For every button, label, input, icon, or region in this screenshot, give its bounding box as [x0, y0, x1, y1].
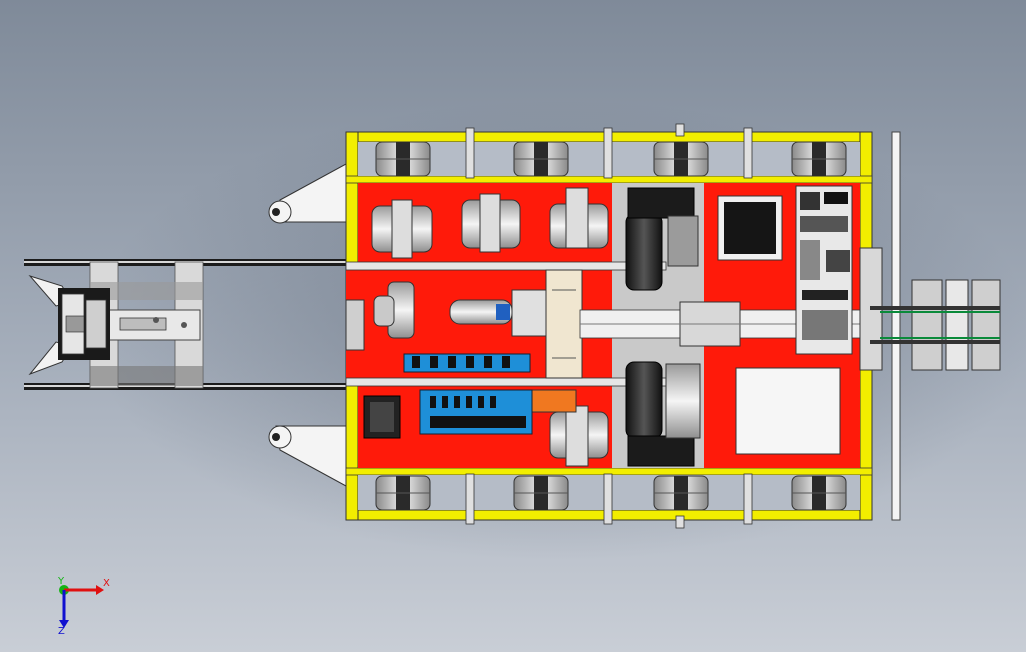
weapon-motor-upper[interactable]: [625, 187, 699, 291]
esc-boards[interactable]: [403, 353, 533, 435]
center-rail-lower: [345, 377, 667, 387]
center-drive-motor[interactable]: [449, 269, 583, 379]
receiver-heatsink: [370, 402, 394, 432]
rear-bumper-bar[interactable]: [891, 131, 901, 521]
wheels-bottom-row: [375, 475, 847, 511]
axle-posts: [465, 123, 753, 529]
wheel[interactable]: [791, 475, 847, 511]
triad-x-arrow: [96, 585, 104, 595]
drive-motor-left[interactable]: [373, 281, 415, 339]
gripper-slider-slot: [119, 317, 167, 331]
flipper-lower-pivot: [272, 433, 280, 441]
wheel[interactable]: [653, 475, 709, 511]
slider-bolt-1: [153, 317, 159, 323]
wheel[interactable]: [375, 141, 431, 177]
lcd-module[interactable]: [717, 195, 783, 261]
flipper-upper-pivot: [272, 208, 280, 216]
gripper-head-center: [65, 315, 85, 333]
triad-z-label: Z: [58, 626, 65, 637]
wheel[interactable]: [791, 141, 847, 177]
triad-z-arrow: [59, 620, 69, 628]
triad-y-label: Y: [57, 576, 65, 587]
axis-triad: X Y Z: [57, 576, 110, 637]
wheel[interactable]: [653, 141, 709, 177]
battery-box[interactable]: [735, 367, 841, 455]
weapon-motor-lower[interactable]: [625, 361, 701, 467]
control-board[interactable]: [795, 185, 853, 355]
gripper-head-bracket: [85, 299, 107, 349]
wheels-top-row: [375, 141, 847, 177]
arm-shadow-band-1: [90, 282, 203, 300]
triad-x-label: X: [103, 578, 110, 589]
arm-shadow-band-2: [90, 366, 203, 386]
slider-bolt-2: [181, 322, 187, 328]
wheel[interactable]: [375, 475, 431, 511]
gearbox-lower[interactable]: [549, 405, 609, 467]
center-rail-upper: [345, 261, 667, 271]
wheel[interactable]: [513, 475, 569, 511]
gearbox-upper[interactable]: [371, 187, 609, 259]
wheel[interactable]: [513, 141, 569, 177]
front-bracket: [345, 299, 365, 351]
gripper-arm[interactable]: [24, 259, 364, 390]
rear-pulleys[interactable]: [859, 247, 1001, 371]
orange-relay[interactable]: [529, 389, 577, 413]
flipper-upper[interactable]: [268, 163, 347, 224]
